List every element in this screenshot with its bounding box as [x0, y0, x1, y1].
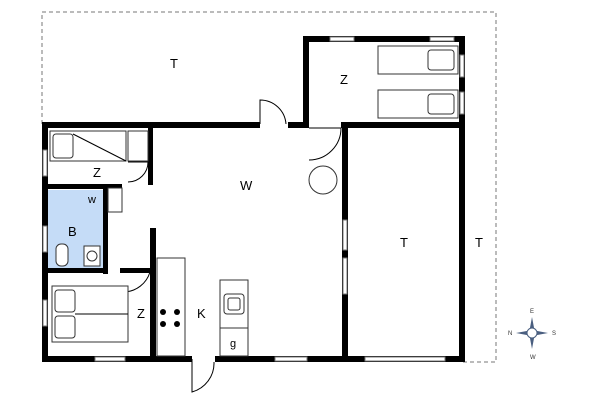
label-bedroom-top: Z — [340, 72, 348, 87]
label-living: W — [240, 178, 253, 193]
room-labels: T Z Z W w B T T Z K g — [68, 56, 483, 350]
label-terrace-east-inner: T — [400, 235, 408, 250]
label-terrace-north: T — [170, 56, 178, 71]
label-kitchen: K — [197, 306, 206, 321]
label-wc: w — [87, 194, 96, 206]
compass-n: N — [508, 331, 512, 337]
terrace-outline — [41, 11, 497, 363]
label-bedroom-small: Z — [93, 165, 101, 180]
compass-icon: N E S W — [508, 309, 556, 361]
label-storage: g — [230, 338, 236, 350]
furniture — [49, 45, 459, 357]
compass-s: S — [552, 331, 556, 337]
compass-w: W — [530, 355, 536, 361]
doors — [120, 99, 342, 393]
label-bathroom: B — [68, 224, 77, 239]
compass-e: E — [530, 309, 534, 315]
label-bedroom-bottom: Z — [137, 306, 145, 321]
label-terrace-east-outer: T — [475, 235, 483, 250]
windows — [42, 36, 465, 362]
